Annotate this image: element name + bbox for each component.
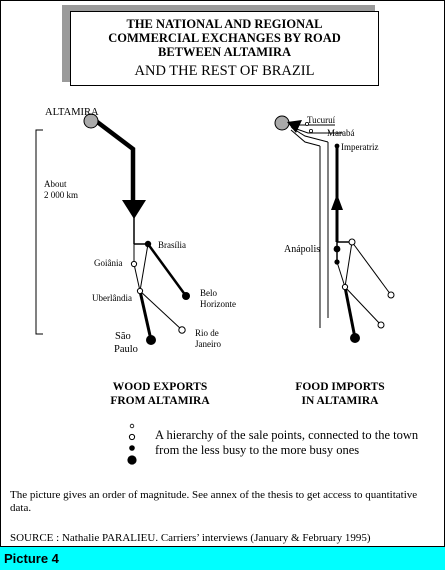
food-imports-title-line-2: IN ALTAMIRA (301, 395, 379, 407)
wood-exports-title-line-2: FROM ALTAMIRA (110, 395, 210, 407)
anapolis-label: Anápolis (284, 244, 321, 255)
title-line-1: THE NATIONAL AND REGIONAL (126, 17, 323, 31)
import-link-bottom (343, 286, 357, 339)
anapolis-node-upper (348, 238, 356, 246)
caption-bar: Picture 4 (0, 547, 445, 570)
sao-paulo-label-line-1: São (115, 331, 131, 342)
export-link-rio (139, 290, 183, 331)
import-link-far (344, 286, 382, 326)
legend-small-dot (129, 445, 135, 451)
altamira-node-right (274, 115, 290, 131)
title-line-2: COMMERCIAL EXCHANGES BY ROAD (108, 31, 341, 45)
maraba-label: Marabá (327, 128, 355, 138)
rio-node (178, 326, 186, 334)
uberlandia-label: Uberlândia (92, 293, 132, 303)
goiania-node (130, 260, 138, 268)
legend-small-open-dot (129, 423, 135, 429)
import-link-right (351, 241, 392, 296)
food-imports-title-line-1: FOOD IMPORTS (295, 381, 385, 393)
wood-exports-title-line-1: WOOD EXPORTS (112, 381, 208, 393)
altamira-node (83, 113, 99, 129)
belo-horizonte-label-line-2: Horizonte (200, 299, 236, 309)
legend-text: A hierarchy of the sale points, connecte… (155, 428, 419, 457)
belo-horizonte-node (182, 292, 190, 300)
wood-exports-title: WOOD EXPORTS FROM ALTAMIRA (85, 380, 235, 408)
title-line-4: AND THE REST OF BRAZIL (134, 63, 315, 79)
import-link-right-top (344, 241, 353, 288)
uberlandia-node (136, 287, 144, 295)
rio-label-line-1: Rio de (195, 328, 219, 338)
export-link-brasilia-uberlandia (139, 243, 149, 292)
import-arrowhead (287, 120, 302, 133)
tucurui-label: Tucuruí (307, 115, 336, 125)
title-box: THE NATIONAL AND REGIONAL COMMERCIAL EXC… (70, 11, 379, 86)
rio-label-line-2: Janeiro (195, 339, 221, 349)
import-node-b (341, 283, 349, 291)
food-imports-title: FOOD IMPORTS IN ALTAMIRA (265, 380, 415, 408)
distance-line-2: 2 000 km (44, 190, 79, 200)
altamira-label: ALTAMIRA (45, 107, 99, 118)
caption-label: Picture 4 (4, 551, 59, 566)
tucurui-node (304, 122, 309, 127)
belo-horizonte-label-line-1: Belo (200, 288, 217, 298)
import-node-d (377, 321, 385, 329)
export-link-belo-horizonte (146, 243, 188, 297)
import-node-a (334, 259, 340, 265)
maraba-node (308, 128, 313, 133)
distance-bracket (35, 129, 43, 335)
import-line-imperatriz-top (290, 129, 321, 147)
goiania-label: Goiânia (94, 258, 123, 268)
anapolis-node (333, 245, 341, 253)
brasilia-label: Brasília (158, 240, 186, 250)
import-link-lower (336, 261, 346, 288)
import-node-c (387, 291, 395, 299)
legend-open-dot (128, 433, 136, 441)
export-main-route (94, 119, 136, 206)
source-text: SOURCE : Nathalie PARALIEU. Carriers’ in… (10, 532, 371, 544)
title-line-3: BETWEEN ALTAMIRA (157, 45, 292, 59)
import-node-e (350, 333, 360, 343)
export-link-sao-paulo (138, 290, 153, 341)
legend-large-dot (127, 455, 137, 465)
sao-paulo-node (146, 335, 156, 345)
note-text: The picture gives an order of magnitude.… (10, 489, 418, 514)
export-direction-arrow (122, 200, 146, 219)
import-direction-arrow (331, 194, 343, 210)
imperatriz-node (334, 143, 340, 149)
export-link-uberlandia (133, 263, 141, 292)
imperatriz-label: Imperatriz (341, 142, 379, 152)
brasilia-node (144, 240, 152, 248)
sao-paulo-label-line-2: Paulo (114, 344, 138, 355)
distance-line-1: About (44, 179, 67, 189)
